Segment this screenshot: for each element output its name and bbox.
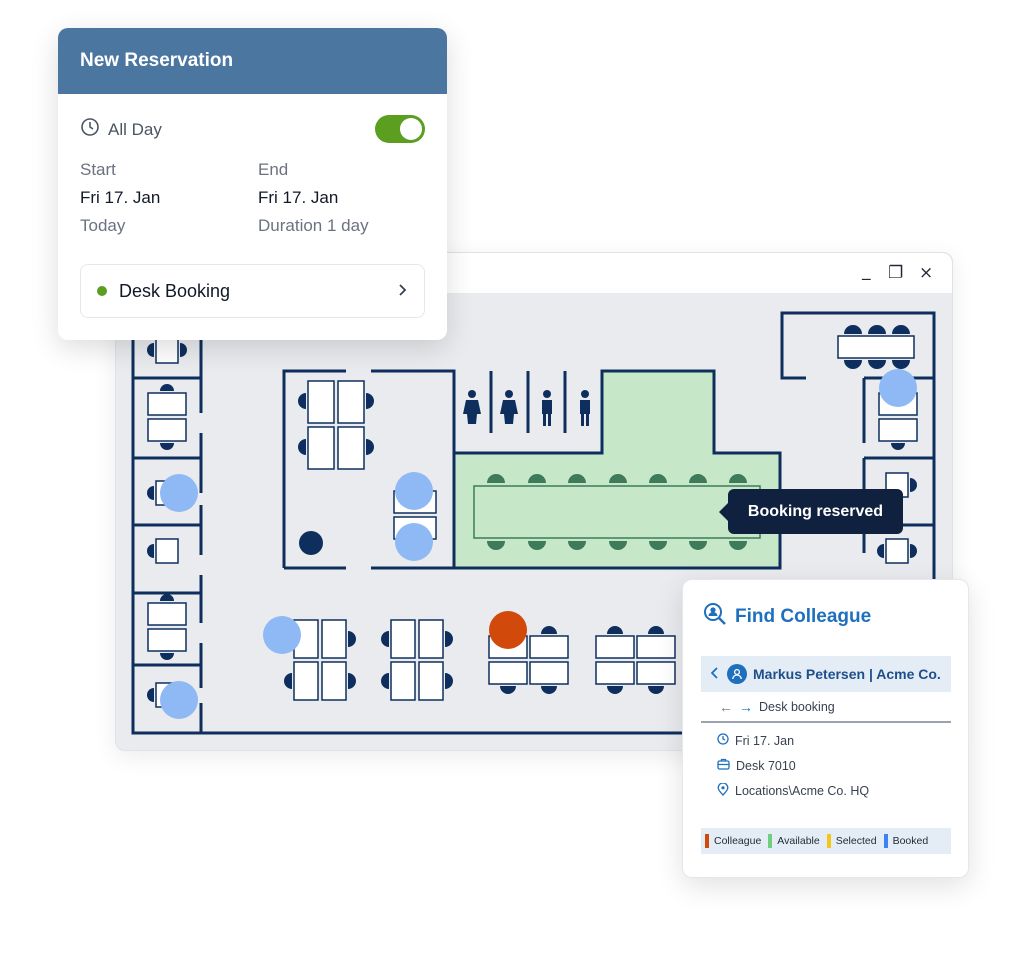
briefcase-icon <box>717 758 730 773</box>
desks <box>147 335 918 708</box>
colleague-row[interactable]: Markus Petersen | Acme Co. <box>701 656 951 692</box>
booking-type-label: Desk booking <box>759 700 835 714</box>
conference-table <box>473 485 761 539</box>
outer-wall <box>131 311 936 735</box>
all-day-toggle[interactable] <box>375 115 425 143</box>
start-column: Start Fri 17. Jan Today <box>80 156 160 240</box>
clock-icon <box>80 117 100 142</box>
desk-booking-row[interactable]: Desk Booking <box>80 264 425 318</box>
start-note: Today <box>80 216 126 235</box>
colleague-name: Markus Petersen | Acme Co. <box>753 666 941 682</box>
end-date[interactable]: Fri 17. Jan <box>258 188 339 207</box>
restroom-icons <box>463 390 590 426</box>
floorplan-canvas <box>116 293 952 750</box>
clock-icon <box>717 733 729 748</box>
chevron-right-icon <box>398 281 408 302</box>
close-button[interactable]: × <box>919 263 934 283</box>
info-desk-value: Desk 7010 <box>736 758 796 773</box>
location-pin-icon <box>717 782 729 799</box>
minimize-button[interactable]: _ <box>862 261 871 281</box>
all-day-label: All Day <box>108 119 162 139</box>
all-day-row: All Day <box>80 117 162 142</box>
back-chevron-icon[interactable] <box>710 666 719 682</box>
info-desk: Desk 7010 <box>717 758 796 773</box>
end-label: End <box>258 160 289 179</box>
find-colleague-title: Find Colleague <box>735 606 872 627</box>
find-colleague-panel: Find Colleague Markus Petersen | Acme Co… <box>682 579 969 878</box>
start-label: Start <box>80 160 116 179</box>
chairs <box>147 325 917 702</box>
desk-booking-label: Desk Booking <box>119 280 231 301</box>
legend-selected: Selected <box>826 834 877 848</box>
info-date-value: Fri 17. Jan <box>735 733 795 748</box>
reservation-title: New Reservation <box>80 50 234 71</box>
reservation-header: New Reservation <box>58 28 447 94</box>
start-date[interactable]: Fri 17. Jan <box>80 188 161 207</box>
legend-available: Available <box>768 834 820 848</box>
search-person-icon <box>703 602 727 632</box>
divider <box>701 721 951 723</box>
legend: Colleague Available Selected Booked <box>701 828 951 854</box>
status-dot-icon <box>97 286 107 296</box>
find-colleague-header: Find Colleague <box>703 602 871 632</box>
end-note: Duration 1 day <box>258 216 369 235</box>
restore-button[interactable]: ❐ <box>888 263 904 283</box>
legend-booked: Booked <box>883 834 928 848</box>
user-avatar-icon <box>727 664 747 684</box>
new-reservation-card: New Reservation All Day Start Fri 17. Ja… <box>58 28 447 340</box>
tooltip-text: Booking reserved <box>747 502 884 520</box>
legend-colleague: Colleague <box>705 834 761 848</box>
info-location-value: Locations\Acme Co. HQ <box>735 784 870 798</box>
end-column: End Fri 17. Jan Duration 1 day <box>258 156 369 240</box>
arrow-left-icon[interactable]: ← <box>719 699 733 715</box>
toggle-knob <box>400 118 422 140</box>
booking-nav: ← → Desk booking <box>719 699 835 715</box>
info-date: Fri 17. Jan <box>717 733 794 748</box>
arrow-right-icon[interactable]: → <box>739 699 753 715</box>
colleague-marker <box>489 611 527 649</box>
booking-tooltip: Booking reserved <box>719 489 903 534</box>
floorplan-drawing <box>131 311 936 735</box>
booked-markers <box>160 369 917 719</box>
info-location: Locations\Acme Co. HQ <box>717 782 870 799</box>
